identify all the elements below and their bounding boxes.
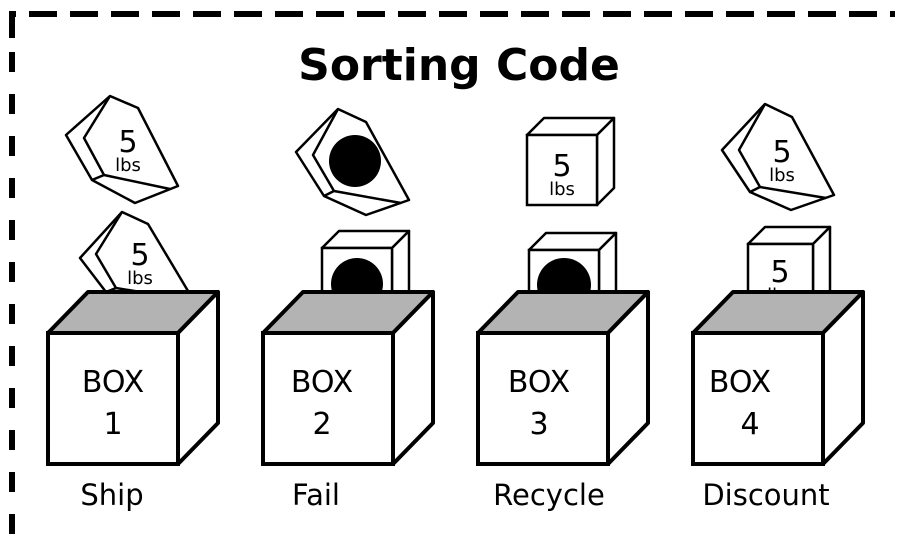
box-number: 3 — [529, 407, 548, 442]
column-recycle: 5 lbs BOX 3 Recycle — [476, 116, 650, 512]
box-2: BOX 2 — [261, 290, 435, 466]
weight-unit: lbs — [769, 165, 795, 186]
weight-unit: lbs — [127, 268, 153, 289]
weight-number: 5 — [772, 135, 791, 170]
cube-package-5lbs: 5 lbs — [525, 116, 616, 207]
weight-number: 5 — [770, 255, 789, 290]
weight-unit: lbs — [549, 179, 575, 200]
slanted-package-dot — [294, 107, 411, 217]
box-number: 2 — [312, 407, 331, 442]
column-fail: BOX 2 Fail — [261, 107, 435, 512]
box-label-ship: Ship — [80, 478, 143, 512]
box-4: BOX 4 — [691, 290, 865, 466]
box-label-discount: Discount — [702, 478, 829, 512]
box-label-fail: Fail — [292, 478, 340, 512]
box-word: BOX — [291, 365, 353, 400]
box-1: BOX 1 — [46, 290, 220, 466]
slanted-package-top: 5 lbs — [64, 94, 180, 205]
box-label-recycle: Recycle — [493, 478, 605, 512]
column-ship: 5 lbs 5 lbs BOX 1 Ship — [46, 94, 220, 512]
weight-number: 5 — [118, 125, 137, 160]
box-word: BOX — [508, 365, 570, 400]
slanted-package-top: 5 lbs — [720, 102, 836, 212]
weight-unit: lbs — [115, 155, 141, 176]
box-number: 4 — [740, 407, 759, 442]
weight-number: 5 — [552, 149, 571, 184]
box-number: 1 — [103, 407, 122, 442]
box-word: BOX — [82, 365, 144, 400]
column-discount: 5 lbs 5 lbs BOX 4 Discount — [691, 102, 865, 512]
weight-number: 5 — [130, 238, 149, 273]
box-3: BOX 3 — [476, 290, 650, 466]
fail-dot-marker — [329, 135, 381, 187]
dashed-frame — [9, 11, 895, 535]
diagram-title: Sorting Code — [298, 40, 620, 91]
box-word: BOX — [709, 365, 771, 400]
